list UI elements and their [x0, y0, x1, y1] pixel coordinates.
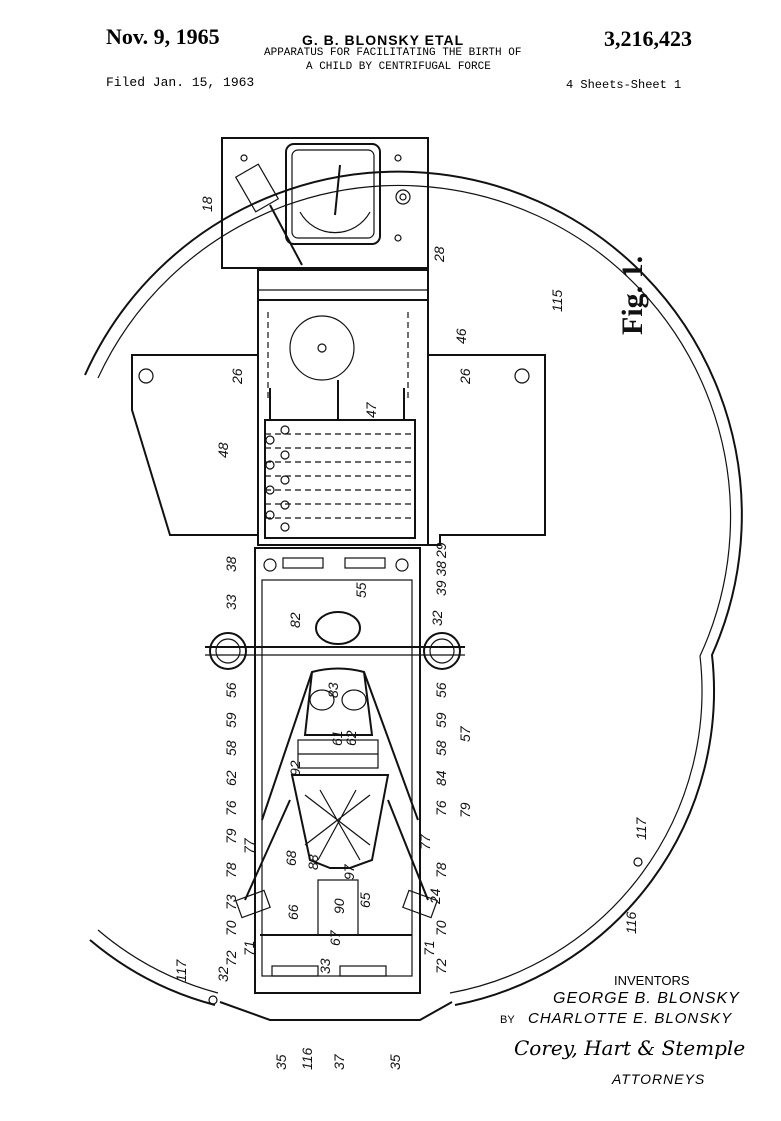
ref-59-right: 59: [433, 712, 449, 728]
sheet-indicator: 4 Sheets-Sheet 1: [566, 78, 682, 92]
ref-88-upper: 88: [305, 854, 321, 870]
patent-title-line1: APPARATUS FOR FACILITATING THE BIRTH OF: [264, 47, 522, 59]
inventor-george: GEORGE B. BLONSKY: [553, 990, 740, 1007]
patient-figure: [235, 611, 438, 936]
ref-72-left: 72: [223, 950, 239, 966]
ref-38-left: 38: [223, 556, 239, 572]
ref-48: 48: [215, 442, 231, 458]
ref-67: 67: [327, 929, 343, 946]
ref-65: 65: [357, 892, 373, 908]
ref-73: 73: [223, 894, 239, 910]
circular-rail: [84, 170, 743, 1006]
ref-58-left: 58: [223, 740, 239, 756]
ref-35-right: 35: [387, 1054, 403, 1070]
ref-77-right: 77: [417, 833, 433, 850]
main-platform: [131, 269, 546, 546]
ref-116-bottom: 116: [299, 1047, 315, 1070]
ref-78-right: 78: [433, 862, 449, 878]
gauge-box: [221, 137, 429, 269]
attorney-signature: Corey, Hart & Stemple: [514, 1036, 746, 1060]
ref-97: 97: [341, 863, 357, 880]
ref-68: 68: [283, 850, 299, 866]
ref-90: 90: [331, 898, 347, 914]
inventor-charlotte: CHARLOTTE E. BLONSKY: [528, 1010, 733, 1027]
ref-61: 61: [329, 730, 345, 746]
ref-24: 24: [427, 888, 443, 905]
ref-76-right: 76: [433, 800, 449, 816]
ref-39-38: 39 38: [433, 561, 449, 596]
ref-70-left: 70: [223, 920, 239, 936]
ref-46: 46: [453, 328, 469, 344]
ref-76-left: 76: [223, 800, 239, 816]
patent-date: Nov. 9, 1965: [106, 24, 220, 49]
ref-92: 92: [287, 760, 303, 776]
ref-115: 115: [549, 289, 565, 312]
ref-70-right: 70: [433, 920, 449, 936]
figure-label: Fig. 1.: [616, 256, 649, 335]
ref-84: 84: [433, 770, 449, 786]
ref-77-left: 77: [241, 837, 257, 854]
ref-57: 57: [457, 725, 473, 742]
ref-117-left: 117: [173, 958, 189, 982]
ref-116-right: 116: [623, 911, 639, 934]
attorneys-label: ATTORNEYS: [612, 1071, 706, 1087]
ref-79-right: 79: [457, 802, 473, 818]
ref-82: 82: [287, 612, 303, 628]
ref-117-right: 117: [633, 816, 649, 840]
ref-71-left: 71: [241, 940, 257, 956]
ref-58-right: 58: [433, 740, 449, 756]
ref-32-bottom: 32: [215, 966, 231, 982]
patent-number: 3,216,423: [604, 26, 692, 51]
inventors-label: INVENTORS: [614, 973, 690, 988]
ref-32-top: 32: [429, 610, 445, 626]
ref-56-left: 56: [223, 682, 239, 698]
ref-71-right: 71: [421, 940, 437, 956]
battery-cells: [265, 425, 415, 532]
by-label: BY: [500, 1014, 515, 1026]
ref-47: 47: [363, 401, 379, 418]
bed-frame: [205, 547, 465, 1021]
ref-37: 37: [331, 1053, 347, 1070]
ref-26-right: 26: [457, 368, 473, 385]
ref-35-left: 35: [273, 1054, 289, 1070]
ref-26-left: 26: [229, 368, 245, 385]
ref-78-left: 78: [223, 862, 239, 878]
ref-83: 83: [325, 682, 341, 698]
ref-62-left: 62: [223, 770, 239, 786]
ref-56-right: 56: [433, 682, 449, 698]
inventors-short: G. B. BLONSKY ETAL: [302, 32, 465, 48]
patent-title-line2: A CHILD BY CENTRIFUGAL FORCE: [306, 61, 491, 73]
ref-33-top: 33: [223, 594, 239, 610]
ref-72-right: 72: [433, 958, 449, 974]
ref-62-center: 62: [343, 730, 359, 746]
ref-79-left: 79: [223, 828, 239, 844]
ref-59-left: 59: [223, 712, 239, 728]
ref-55: 55: [353, 582, 369, 598]
ref-29: 29: [433, 542, 449, 559]
ref-66: 66: [285, 904, 301, 920]
ref-33-bottom: 33: [317, 958, 333, 974]
filed-date: Filed Jan. 15, 1963: [106, 75, 255, 90]
ref-18: 18: [199, 196, 215, 212]
reference-numerals: 18 28 115 46 26 26 47 48 38 29 39 38 33 …: [173, 196, 649, 1070]
ref-28: 28: [431, 246, 447, 263]
